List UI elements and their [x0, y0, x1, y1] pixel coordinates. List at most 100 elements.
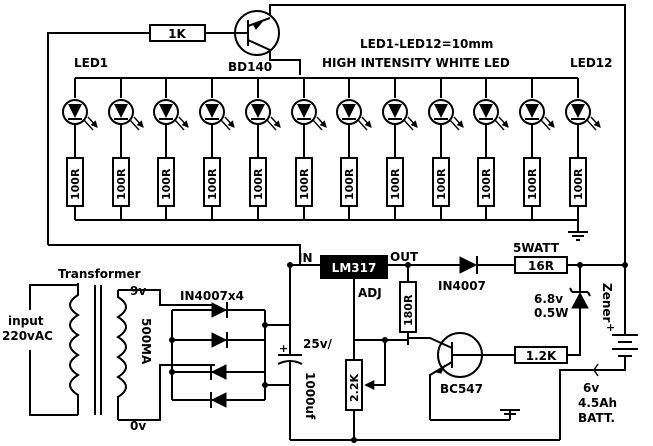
resistor-1k: 1K — [149, 24, 206, 42]
led-column: 100R — [245, 78, 280, 220]
led-resistor-label: 100R — [160, 168, 173, 200]
resistor-180r-label: 180R — [402, 294, 415, 326]
capacitor-voltage-label: 25v/ — [303, 337, 333, 351]
resistor-1-2k: 1.2K — [514, 330, 581, 364]
led-resistor: 100R — [432, 157, 450, 207]
bridge-rectifier — [169, 302, 290, 408]
svg-text:+: + — [606, 321, 615, 334]
led-resistor-label: 100R — [206, 168, 219, 200]
led-resistor: 100R — [157, 157, 175, 207]
zener-label: Zener — [600, 283, 614, 323]
transistor-bd140 — [234, 10, 280, 56]
led-column: 100R — [199, 78, 234, 220]
led-icon — [565, 99, 600, 130]
led-resistor: 100R — [340, 157, 358, 207]
led-resistor: 100R — [386, 157, 404, 207]
led-resistor: 100R — [523, 157, 541, 207]
led-resistor-label: 100R — [435, 168, 448, 200]
led-resistor-label: 100R — [526, 168, 539, 200]
led-resistor-label: 100R — [572, 168, 585, 200]
led-column: 100R — [291, 78, 326, 220]
led-icon — [62, 99, 97, 130]
led-column: 100R — [336, 78, 371, 220]
transistor-bc547 — [408, 332, 515, 420]
led-resistor-label: 100R — [252, 168, 265, 200]
led-spec-line1: LED1-LED12=10mm — [360, 37, 493, 51]
top-wiring — [47, 4, 626, 265]
bottom-ground — [290, 369, 598, 443]
adj-pin-label: ADJ — [358, 286, 382, 300]
led-column: 100R — [428, 78, 463, 220]
resistor-1k-label: 1K — [168, 27, 186, 41]
led-array: 100R 100R 100R 100R 100R 100R 100R 100R 100R 100R… — [62, 77, 600, 241]
battery-label: BATT. — [578, 411, 615, 425]
led-resistor: 100R — [66, 157, 84, 207]
led-resistor: 100R — [249, 157, 267, 207]
secondary-0v-label: 0v — [130, 419, 146, 433]
diode-in4007 — [459, 256, 515, 274]
led-icon — [336, 99, 371, 130]
led12-label: LED12 — [570, 56, 613, 70]
resistor-180r: 180R — [399, 262, 417, 345]
led-column: 100R — [473, 78, 508, 220]
led-column: 100R — [382, 78, 417, 220]
led-resistor-label: 100R — [115, 168, 128, 200]
input-voltage-label: 220vAC — [2, 329, 53, 343]
led-icon — [108, 99, 143, 130]
battery: + — [598, 265, 638, 371]
led-resistor-label: 100R — [389, 168, 402, 200]
transformer-label: Transformer — [58, 267, 141, 281]
resistor-1-2k-label: 1.2K — [526, 349, 557, 363]
out-pin-label: OUT — [390, 250, 419, 264]
battery-capacity-label: 4.5Ah — [578, 396, 617, 410]
led1-label: LED1 — [74, 56, 108, 70]
resistor-16r-label: 16R — [528, 259, 554, 273]
zener-wattage-label: 0.5W — [534, 306, 569, 320]
led-icon — [245, 99, 280, 130]
svg-text:+: + — [279, 342, 288, 355]
current-rating-label: 500MA — [139, 318, 153, 365]
led-icon — [519, 99, 554, 130]
led-column: 100R — [153, 78, 188, 220]
led-icon — [199, 99, 234, 130]
capacitor-value-label: 1000uf — [303, 372, 317, 420]
bc547-label: BC547 — [440, 382, 483, 396]
diode-label: IN4007 — [438, 279, 486, 293]
input-label: input — [8, 314, 44, 328]
led-resistor: 100R — [477, 157, 495, 207]
filter-capacitor: + — [277, 265, 303, 440]
led-icon — [382, 99, 417, 130]
power-rating-label: 5WATT — [513, 241, 560, 255]
lm317-label: LM317 — [332, 261, 377, 275]
led-resistor-label: 100R — [343, 168, 356, 200]
zener-voltage-label: 6.8v — [534, 292, 563, 306]
led-resistor: 100R — [569, 157, 587, 207]
led-icon — [291, 99, 326, 130]
led-column: 100R — [108, 78, 143, 220]
led-icon — [153, 99, 188, 130]
led-column: 100R — [62, 78, 97, 220]
bridge-label: IN4007x4 — [180, 289, 244, 303]
led-icon — [428, 99, 463, 130]
led-resistor-label: 100R — [298, 168, 311, 200]
potentiometer-2-2k: 2.2K — [345, 337, 409, 440]
in-pin-label: IN — [298, 251, 313, 265]
led-icon — [473, 99, 508, 130]
bd140-label: BD140 — [228, 60, 272, 74]
led-resistor-label: 100R — [480, 168, 493, 200]
secondary-9v-label: 9v — [130, 284, 146, 298]
zener-diode — [569, 265, 591, 330]
transformer — [29, 283, 215, 421]
potentiometer-label: 2.2K — [348, 374, 361, 402]
led-spec-line2: HIGH INTENSITY WHITE LED — [322, 56, 510, 70]
battery-voltage-label: 6v — [583, 381, 599, 395]
led-column: 100R — [519, 78, 554, 220]
led-resistor-label: 100R — [69, 168, 82, 200]
led-resistor: 100R — [203, 157, 221, 207]
resistor-16r: 16R — [514, 256, 628, 274]
lm317-regulator: LM317 — [287, 255, 460, 340]
led-resistor: 100R — [295, 157, 313, 207]
led-column: 100R — [565, 78, 600, 220]
led-resistor: 100R — [112, 157, 130, 207]
